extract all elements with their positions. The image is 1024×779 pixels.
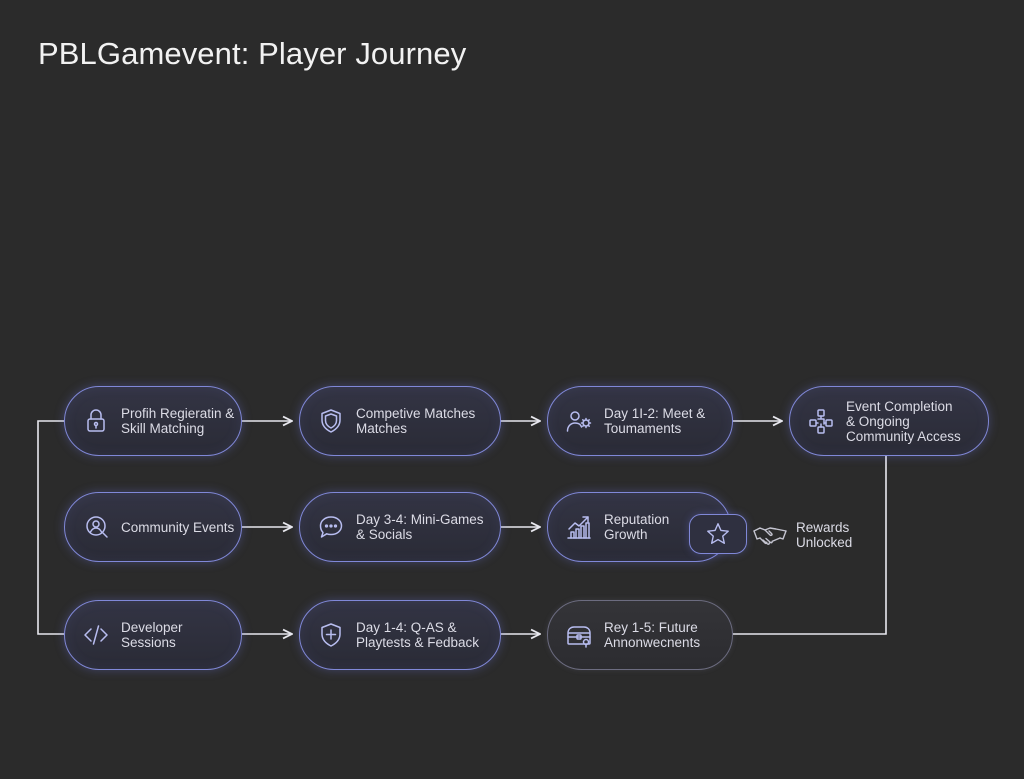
people-gear-icon (564, 406, 594, 436)
node-community-events: Community Events (64, 492, 242, 562)
growth-chart-icon (564, 512, 594, 542)
handshake-icon (753, 527, 787, 545)
node-label: Event Completion & Ongoing Community Acc… (846, 398, 961, 444)
network-icon (806, 406, 836, 436)
node-label: Day 3-4: Mini-Games & Socials (356, 512, 484, 542)
right-return-line (733, 456, 887, 635)
node-competitive-matches: Competive Matches Matches (299, 386, 501, 456)
node-label: Rey 1-5: Future Annonwecnents (604, 620, 701, 650)
node-label: Day 1I-2: Meet & Toumaments (604, 406, 706, 436)
node-label: Profih Regieratin & Skill Matching (121, 406, 235, 436)
node-label: Competive Matches Matches (356, 406, 476, 436)
node-future-announcements: Rey 1-5: Future Annonwecnents (547, 600, 733, 670)
node-label: Reputation Growth (604, 512, 670, 542)
node-mini-games-socials: Day 3-4: Mini-Games & Socials (299, 492, 501, 562)
code-icon (81, 620, 111, 650)
node-label: Developer Sessions (121, 620, 183, 650)
shield-plus-icon (316, 620, 346, 650)
shield-icon (316, 406, 346, 436)
node-label: Community Events (121, 519, 235, 535)
node-qa-playtests: Day 1-4: Q-AS & Playtests & Fedback (299, 600, 501, 670)
treasure-chest-icon (564, 620, 594, 650)
left-bracket-line (37, 420, 64, 635)
node-label: Day 1-4: Q-AS & Playtests & Fedback (356, 620, 480, 650)
chat-bubble-icon (316, 512, 346, 542)
page-title: PBLGamevent: Player Journey (38, 36, 467, 71)
node-event-completion: Event Completion & Ongoing Community Acc… (789, 386, 989, 456)
rewards-label: Rewards Unlocked (796, 520, 853, 550)
lock-icon (81, 406, 111, 436)
node-developer-sessions: Developer Sessions (64, 600, 242, 670)
star-icon (707, 523, 729, 544)
node-profile-registration: Profih Regieratin & Skill Matching (64, 386, 242, 456)
community-search-icon (81, 512, 111, 542)
rewards-unlocked: Rewards Unlocked (752, 520, 852, 550)
star-badge (689, 514, 747, 554)
node-meet-tournaments: Day 1I-2: Meet & Toumaments (547, 386, 733, 456)
